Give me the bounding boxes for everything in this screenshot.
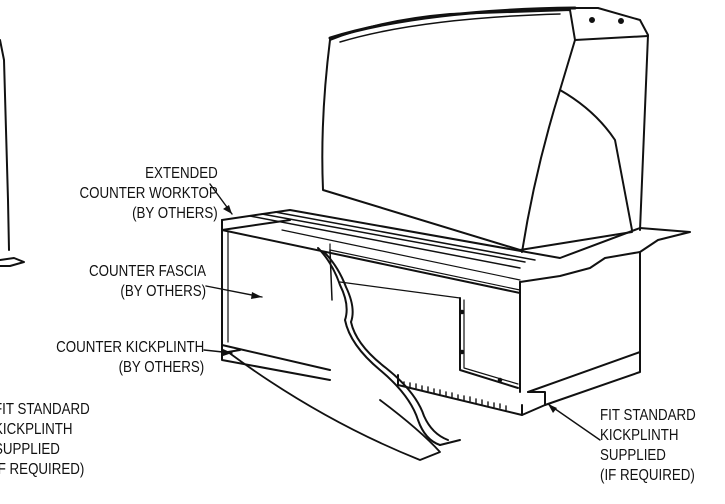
counter-kickplinth xyxy=(221,344,441,461)
standard-kickplinth xyxy=(397,351,641,416)
label-fit-standard-left: FIT STANDARD KICKPLINTH SUPPLIED IF REQU… xyxy=(0,401,90,478)
label-counter-kickplinth: COUNTER KICKPLINTH (BY OTHERS) xyxy=(55,339,204,376)
leader-fit-standard-right xyxy=(547,403,601,441)
display-canopy xyxy=(321,6,649,253)
leader-lines xyxy=(203,183,601,441)
cutaway-section-edge xyxy=(317,247,461,446)
leader-arrowheads xyxy=(223,205,557,413)
service-panel xyxy=(339,281,519,389)
counter-fascia xyxy=(221,229,641,393)
label-counter-fascia: COUNTER FASCIA (BY OTHERS) xyxy=(88,263,206,300)
label-fit-standard-right: FIT STANDARD KICKPLINTH SUPPLIED (IF REQ… xyxy=(600,407,696,484)
left-neighbour-unit-fragment xyxy=(0,39,25,267)
label-extended-worktop: EXTENDED COUNTER WORKTOP (BY OTHERS) xyxy=(79,165,218,222)
counter-worktop xyxy=(221,209,691,294)
